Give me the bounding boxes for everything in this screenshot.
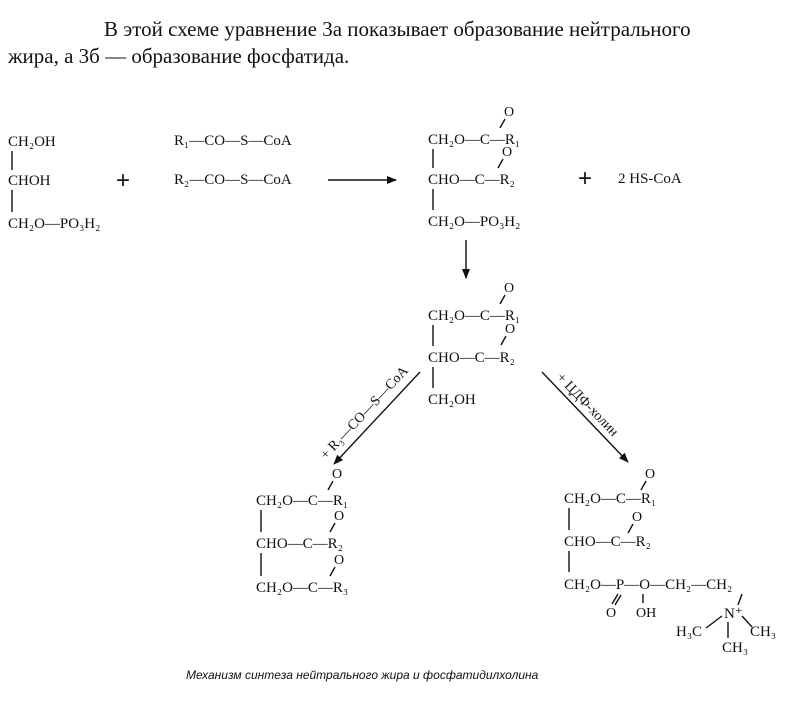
- plus-sign-1: +: [116, 167, 130, 194]
- glycerophosphate: CH₂OH CHOH CH₂O—PO₃H₂: [8, 134, 100, 232]
- pc-methyl-2: CH₃: [750, 624, 776, 640]
- pc-methyl-1: H₃C: [676, 624, 702, 640]
- pc-nitrogen: N⁺: [724, 606, 743, 622]
- diglyceride: O CH₂O—C—R₁ O CHO—C—R₂ CH₂OH: [428, 281, 520, 408]
- acyl-coa-reagents: R₁—CO—S—CoA R₂—CO—S—CoA: [174, 133, 292, 188]
- acyl-coa-r1: R₁—CO—S—CoA: [174, 133, 292, 149]
- pa-o1: O: [504, 105, 514, 120]
- dg-o1: O: [504, 281, 514, 296]
- arrow-to-phosphatidylcholine: [541, 371, 629, 463]
- pa-c3: CH₂O—PO₃H₂: [428, 214, 520, 230]
- pc-c3: CH₂O—P—O—CH₂—CH₂: [564, 577, 732, 593]
- dg-c2: CHO—C—R₂: [428, 350, 515, 366]
- tg-c2: CHO—C—R₂: [256, 536, 343, 552]
- triglyceride: O CH₂O—C—R₁ O CHO—C—R₂ O CH₂O—C—R₃: [256, 467, 348, 596]
- pa-o2: O: [502, 145, 512, 160]
- pc-o2: O: [632, 510, 642, 525]
- pc-c2: CHO—C—R₂: [564, 534, 651, 550]
- pc-phosphate-oh: OH: [636, 606, 656, 621]
- pc-c1: CH₂O—C—R₁: [564, 491, 656, 507]
- pc-phosphate-o: O: [606, 606, 616, 621]
- tg-o3: O: [334, 553, 344, 568]
- tg-c1: CH₂O—C—R₁: [256, 493, 348, 509]
- phosphatidylcholine: O CH₂O—C—R₁ O CHO—C—R₂ CH₂O—P—O—CH₂—CH₂ …: [564, 467, 776, 656]
- dg-c3: CH₂OH: [428, 392, 476, 408]
- figure-caption: Механизм синтеза нейтрального жира и фос…: [186, 668, 539, 682]
- pa-c2: CHO—C—R₂: [428, 172, 515, 188]
- pa-c1: CH₂O—C—R₁: [428, 132, 520, 148]
- gp-c1: CH₂OH: [8, 134, 56, 150]
- tg-c3: CH₂O—C—R₃: [256, 580, 348, 596]
- pc-methyl-3: CH₃: [722, 640, 748, 656]
- intro-line-2: жира, а 3б — образование фосфатида.: [7, 44, 349, 68]
- tg-o1: O: [332, 467, 342, 482]
- hs-coa: 2 HS-CoA: [618, 171, 682, 187]
- left-reagent-label: + R₃—CO—S—CoA: [318, 363, 412, 463]
- right-reagent-label: + ЦДФ-холин: [553, 370, 621, 440]
- gp-c2: CHOH: [8, 173, 51, 189]
- dg-o2: O: [505, 322, 515, 337]
- arrow-to-triglyceride: [333, 371, 421, 465]
- intro-line-1: В этой схеме уравнение 3а показывает обр…: [104, 17, 691, 41]
- gp-c3: CH₂O—PO₃H₂: [8, 216, 100, 232]
- dg-c1: CH₂O—C—R₁: [428, 308, 520, 324]
- pc-o1: O: [645, 467, 655, 482]
- acyl-coa-r2: R₂—CO—S—CoA: [174, 172, 292, 188]
- plus-sign-2: +: [578, 165, 592, 192]
- phosphatidic-acid: O CH₂O—C—R₁ O CHO—C—R₂ CH₂O—PO₃H₂: [428, 105, 520, 230]
- tg-o2: O: [334, 509, 344, 524]
